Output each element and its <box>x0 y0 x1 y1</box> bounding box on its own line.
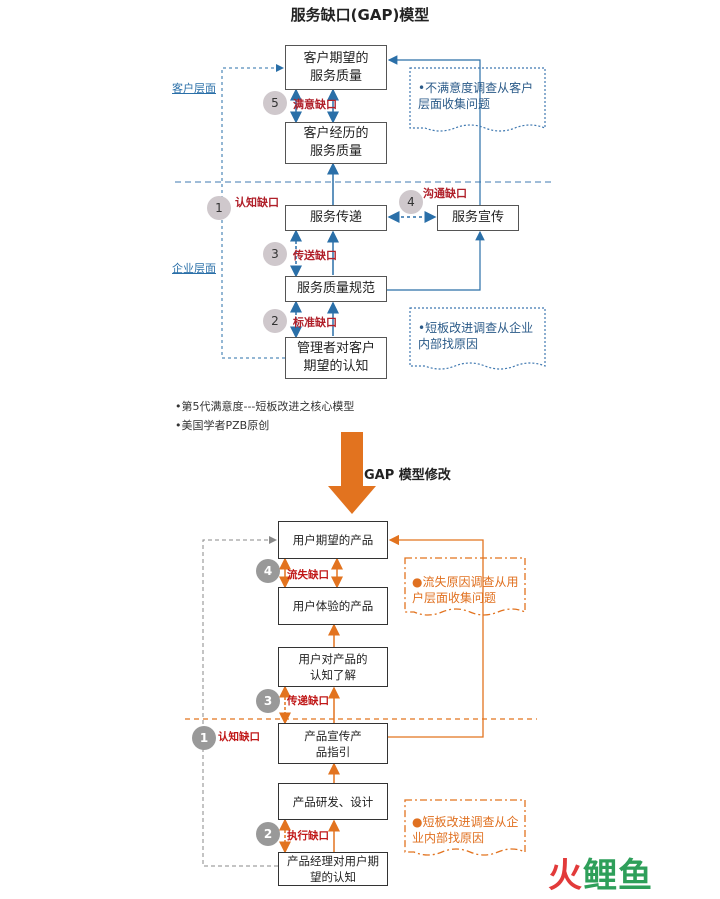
box-experienced-service: 客户经历的服务质量 <box>285 122 387 164</box>
gap-label-standard: 标准缺口 <box>293 316 337 329</box>
box-service-delivery: 服务传递 <box>285 205 387 231</box>
box-quality-spec: 服务质量规范 <box>285 276 387 302</box>
gap2-number-1: 1 <box>192 726 216 750</box>
gap-model-modify-label: GAP 模型修改 <box>364 468 451 483</box>
box-expected-product: 用户期望的产品 <box>278 521 388 559</box>
diagram-title: 服务缺口(GAP)模型 <box>290 6 430 24</box>
box-expected-service: 客户期望的服务质量 <box>285 45 387 90</box>
box-service-promotion: 服务宣传 <box>437 205 519 231</box>
gap2-label-churn: 流失缺口 <box>287 569 329 581</box>
bullet-core-model: •第5代满意度---短板改进之核心模型 <box>175 400 355 413</box>
gap-label-cognition: 认知缺口 <box>235 196 279 209</box>
box-product-understanding: 用户对产品的认知了解 <box>278 647 388 687</box>
note-box-customer-outline <box>409 67 546 132</box>
gap-number-4: 4 <box>399 190 423 214</box>
gap2-number-4: 4 <box>256 559 280 583</box>
transition-arrow <box>328 432 376 514</box>
note-box-internal2-outline <box>404 799 526 856</box>
note-internal-survey-2: ●短板改进调查从企业内部找原因 <box>412 815 519 845</box>
gap2-number-2: 2 <box>256 822 280 846</box>
logo: 火鲤鱼 <box>548 848 653 897</box>
bottom-connectors <box>185 534 537 867</box>
gap-number-5: 5 <box>263 91 287 115</box>
top-connectors <box>175 55 555 359</box>
gap-label-communication: 沟通缺口 <box>423 187 467 200</box>
gap2-label-delivery: 传递缺口 <box>287 695 329 707</box>
logo-glyph-2: 鲤 <box>583 856 618 896</box>
bullet-pzb-origin: •美国学者PZB原创 <box>175 419 270 432</box>
note-churn-survey: ●流失原因调查从用户层面收集问题 <box>412 575 519 605</box>
box-experience-product: 用户体验的产品 <box>278 587 388 625</box>
note-customer-survey: •不满意度调查从客户层面收集问题 <box>418 81 534 111</box>
gap-number-3: 3 <box>263 242 287 266</box>
gap-label-delivery: 传送缺口 <box>293 249 337 262</box>
box-promotion-guide: 产品宣传产品指引 <box>278 723 388 764</box>
gap2-label-cognition: 认知缺口 <box>218 731 260 743</box>
gap-label-satisfaction: 满意缺口 <box>293 98 337 111</box>
gap-number-2: 2 <box>263 309 287 333</box>
note-internal-survey: •短板改进调查从企业内部找原因 <box>418 321 534 351</box>
box-pm-perception: 产品经理对用户期望的认知 <box>278 852 388 886</box>
gap-number-1: 1 <box>207 196 231 220</box>
gap2-number-3: 3 <box>256 689 280 713</box>
gap2-label-execution: 执行缺口 <box>287 830 329 842</box>
note-box-internal-outline <box>409 307 546 370</box>
layer-label-customer: 客户层面 <box>172 82 216 95</box>
box-management-perception: 管理者对客户期望的认知 <box>285 337 387 379</box>
note-box-churn-outline <box>404 557 526 616</box>
logo-glyph-3: 鱼 <box>618 856 653 896</box>
layer-label-enterprise: 企业层面 <box>172 262 216 275</box>
box-rnd-design: 产品研发、设计 <box>278 783 388 820</box>
logo-glyph-1: 火 <box>548 856 583 896</box>
